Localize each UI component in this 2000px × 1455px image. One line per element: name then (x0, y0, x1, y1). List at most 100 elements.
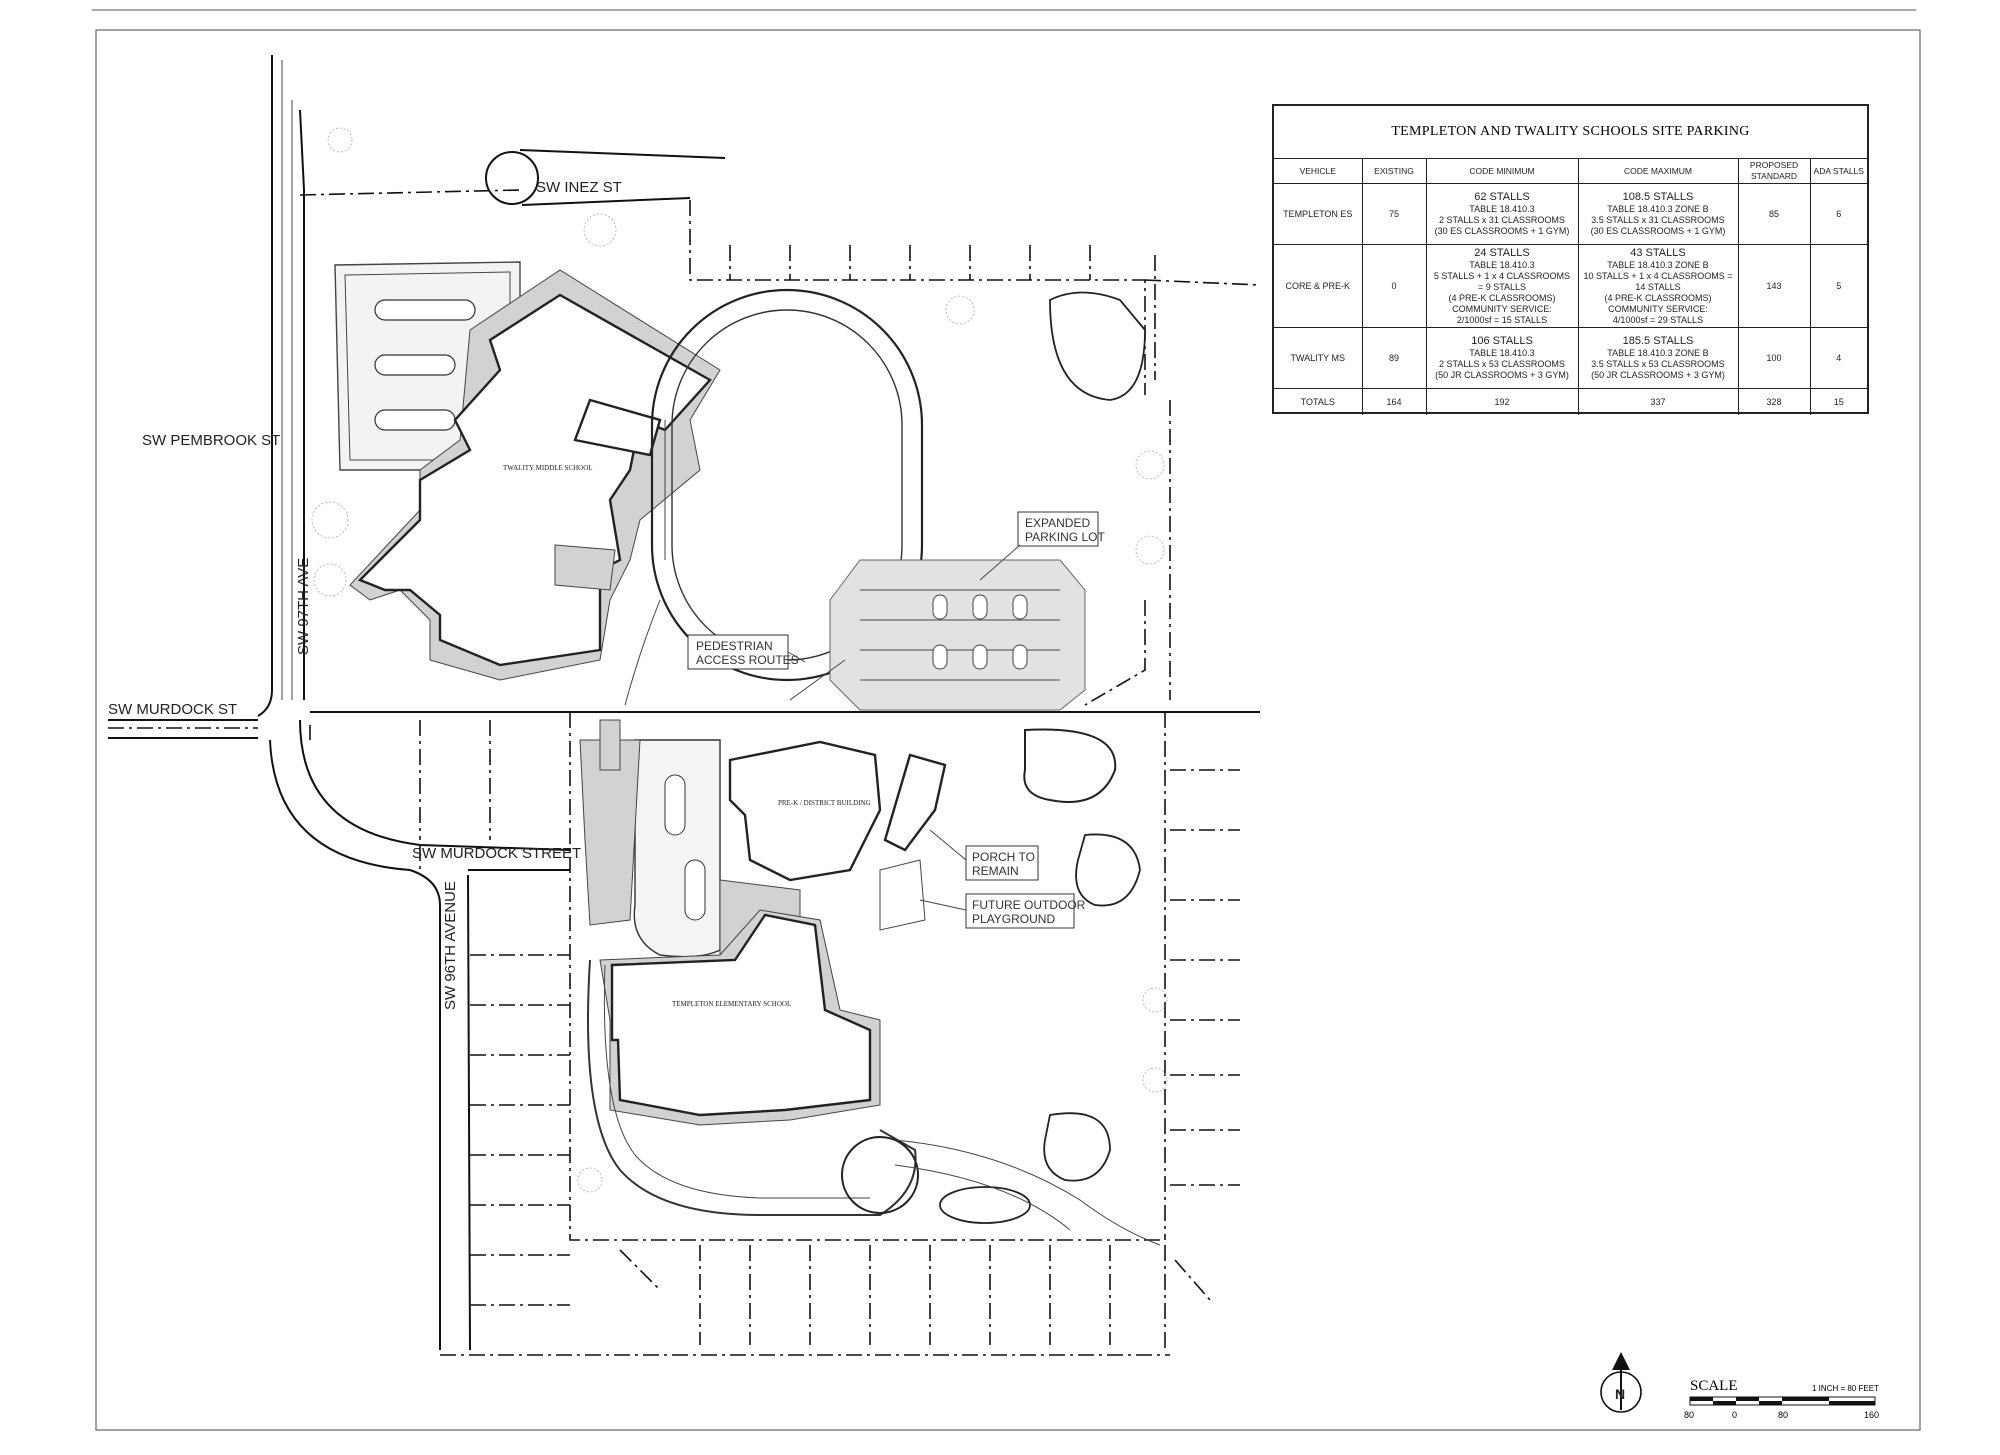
porch-and-playground (879, 753, 947, 931)
cell-vehicle: TWALITY MS (1274, 327, 1363, 389)
property-lines-east (1170, 769, 1240, 1186)
min-detail-line: TABLE 18.410.3 (1469, 348, 1535, 358)
district-parking-loop (579, 739, 721, 958)
sw-inez-road (299, 149, 726, 206)
max-detail-line: COMMUNITY SERVICE: (1608, 303, 1708, 314)
col-header-vehicle: VEHICLE (1274, 159, 1363, 184)
twality-middle-school-building (349, 269, 721, 681)
table-header-row: VEHICLE EXISTING CODE MINIMUM CODE MAXIM… (1274, 159, 1867, 184)
cell-proposed: 100 (1737, 327, 1811, 389)
max-detail-line: 10 STALLS + 1 x 4 CLASSROOMS = (1583, 270, 1733, 281)
cell-existing: 75 (1361, 183, 1427, 245)
street-label-97th-ave: SW 97TH AVE (295, 558, 312, 655)
callout-porch: PORCH TO REMAIN (929, 829, 1039, 881)
cell-code-maximum: 108.5 STALLS TABLE 18.410.3 ZONE B 3.5 S… (1577, 183, 1739, 245)
street-label-pembrook: SW PEMBROOK ST (142, 432, 280, 449)
scale-tick-label: 0 (1732, 1410, 1738, 1420)
min-detail-line: TABLE 18.410.3 (1469, 204, 1535, 214)
min-detail-line: TABLE 18.410.3 (1469, 259, 1535, 270)
cell-totals-ada: 15 (1809, 388, 1867, 415)
col-header-code-minimum: CODE MINIMUM (1425, 159, 1579, 184)
max-total: 43 STALLS (1630, 246, 1686, 259)
min-detail-line: COMMUNITY SERVICE: (1452, 303, 1552, 314)
cell-proposed: 143 (1737, 244, 1811, 328)
north-arrow: N (1600, 1352, 1642, 1413)
parking-table-grid: VEHICLE EXISTING CODE MINIMUM CODE MAXIM… (1274, 159, 1867, 415)
cell-ada: 6 (1809, 183, 1867, 245)
max-detail-line: TABLE 18.410.3 ZONE B (1607, 259, 1709, 270)
cell-code-minimum: 106 STALLS TABLE 18.410.3 2 STALLS x 53 … (1425, 327, 1579, 389)
min-detail-line: (50 JR CLASSROOMS + 3 GYM) (1435, 370, 1569, 380)
cell-code-minimum: 24 STALLS TABLE 18.410.3 5 STALLS + 1 x … (1425, 244, 1579, 328)
cell-ada: 5 (1809, 244, 1867, 328)
callout-playground: FUTURE OUTDOOR PLAYGROUND (919, 893, 1086, 929)
max-detail-line: TABLE 18.410.3 ZONE B (1607, 348, 1709, 358)
callout-playground-line1: FUTURE OUTDOOR (972, 898, 1086, 912)
street-label-inez: SW INEZ ST (536, 179, 622, 196)
cell-totals-min: 192 (1425, 388, 1579, 415)
cell-code-maximum: 43 STALLS TABLE 18.410.3 ZONE B 10 STALL… (1577, 244, 1739, 328)
min-detail-line: (4 PRE-K CLASSROOMS) (1448, 292, 1556, 303)
cell-totals-existing: 164 (1361, 388, 1427, 415)
min-total: 24 STALLS (1474, 246, 1530, 259)
callout-playground-line2: PLAYGROUND (972, 912, 1055, 926)
sw-murdock-street-road (269, 719, 571, 1351)
callout-expanded-line2: PARKING LOT (1025, 530, 1105, 544)
callout-porch-line1: PORCH TO (972, 850, 1035, 864)
min-total: 62 STALLS (1474, 191, 1530, 203)
table-row: TWALITY MS 89 106 STALLS TABLE 18.410.3 … (1274, 327, 1867, 389)
totals-row: TOTALS 164 192 337 328 15 (1274, 388, 1867, 415)
cell-ada: 4 (1809, 327, 1867, 389)
col-header-existing: EXISTING (1361, 159, 1427, 184)
callout-porch-line2: REMAIN (972, 864, 1019, 878)
callout-expanded-line1: EXPANDED (1025, 516, 1090, 530)
min-total: 106 STALLS (1471, 335, 1533, 347)
scale-tick-label: 80 (1778, 1410, 1789, 1420)
scale-note: 1 INCH = 80 FEET (1812, 1384, 1879, 1393)
max-detail-line: TABLE 18.410.3 ZONE B (1607, 204, 1709, 214)
cell-totals-label: TOTALS (1274, 388, 1363, 415)
min-detail-line: = 9 STALLS (1477, 281, 1527, 292)
min-detail-line: 2 STALLS x 53 CLASSROOMS (1439, 359, 1565, 369)
tree-canopy (311, 127, 1168, 1193)
building-label-district: PRE-K / DISTRICT BUILDING (778, 799, 871, 807)
min-detail-line: (30 ES CLASSROOMS + 1 GYM) (1434, 226, 1570, 236)
cell-code-maximum: 185.5 STALLS TABLE 18.410.3 ZONE B 3.5 S… (1577, 327, 1739, 389)
scale-tick-label: 160 (1864, 1410, 1880, 1420)
cell-totals-proposed: 328 (1737, 388, 1811, 415)
cell-proposed: 85 (1737, 183, 1811, 245)
templeton-bus-loop (587, 959, 919, 1216)
cell-totals-max: 337 (1577, 388, 1739, 415)
callout-pedestrian-line2: ACCESS ROUTES (696, 653, 799, 667)
property-lines-center (108, 600, 1260, 840)
col-header-code-maximum: CODE MAXIMUM (1577, 159, 1739, 184)
street-label-murdock-street: SW MURDOCK STREET (412, 845, 581, 862)
expanded-parking-lot (829, 559, 1086, 711)
building-label-twality: TWALITY MIDDLE SCHOOL (503, 464, 593, 472)
property-lines-southwest (470, 712, 1166, 1306)
cell-vehicle: CORE & PRE-K (1274, 244, 1363, 328)
max-detail-line: 14 STALLS (1635, 281, 1681, 292)
min-detail-line: 5 STALLS + 1 x 4 CLASSROOMS (1433, 270, 1571, 281)
max-detail-line: 4/1000sf = 29 STALLS (1612, 314, 1704, 325)
site-parking-table: TEMPLETON AND TWALITY SCHOOLS SITE PARKI… (1272, 104, 1869, 415)
callout-pedestrian: PEDESTRIAN ACCESS ROUTES (687, 634, 806, 670)
scale-bar (1689, 1396, 1876, 1406)
callout-expanded-parking: EXPANDED PARKING LOT (979, 511, 1105, 581)
building-label-templeton: TEMPLETON ELEMENTARY SCHOOL (672, 1000, 791, 1008)
sheet-frame (95, 29, 1921, 1431)
col-header-ada: ADA STALLS (1809, 159, 1867, 184)
max-detail-line: (50 JR CLASSROOMS + 3 GYM) (1591, 370, 1725, 380)
max-detail-line: 3.5 STALLS x 53 CLASSROOMS (1591, 359, 1725, 369)
cell-existing: 0 (1361, 244, 1427, 328)
max-detail-line: (30 ES CLASSROOMS + 1 GYM) (1590, 226, 1726, 236)
templeton-elementary-building (599, 909, 881, 1126)
property-lines-south (440, 1245, 1211, 1356)
table-row: CORE & PRE-K 0 24 STALLS TABLE 18.410.3 … (1274, 244, 1867, 328)
cell-code-minimum: 62 STALLS TABLE 18.410.3 2 STALLS x 31 C… (1425, 183, 1579, 245)
street-label-murdock-st: SW MURDOCK ST (108, 701, 237, 718)
callout-pedestrian-line1: PEDESTRIAN (696, 639, 773, 653)
pedestrian-paths (599, 599, 846, 771)
